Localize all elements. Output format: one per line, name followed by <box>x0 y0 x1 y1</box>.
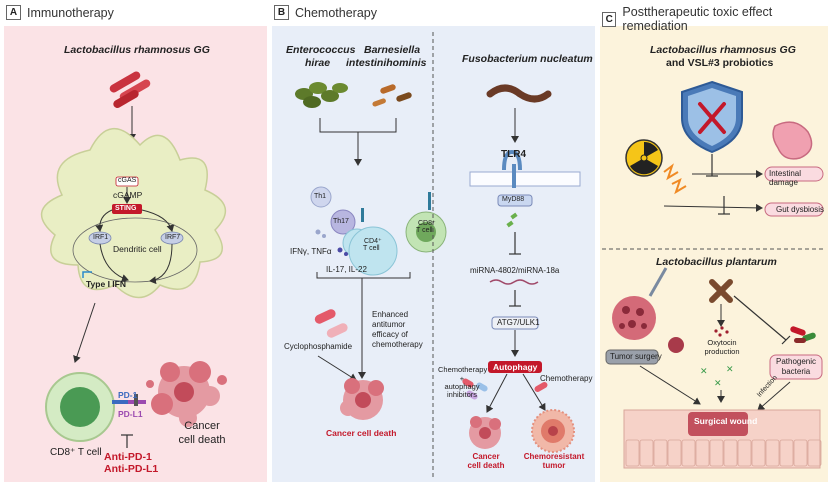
oxytocin-label-2: production <box>704 347 740 356</box>
b-ifn-label: IFNγ, TNFα <box>290 247 332 256</box>
chemoresistant-tumor-icon <box>531 409 575 453</box>
tlr4-label: TLR4 <box>501 149 526 160</box>
tissue-cell <box>639 439 654 467</box>
gut-dysbiosis-label: Gut dysbiosis <box>776 205 825 214</box>
intestinal-damage-label: Intestinal damage <box>769 169 802 187</box>
svg-text:✕: ✕ <box>700 367 708 377</box>
panel-b-title: Chemotherapy <box>295 5 377 20</box>
tissue-cell <box>751 439 766 467</box>
tissue-cell <box>779 439 794 467</box>
lactobacillus-icon <box>109 71 151 108</box>
cancer-cell-death-b-icon <box>340 378 384 420</box>
panel-b-letter: B <box>274 5 289 20</box>
enhanced-label-4: chemotherapy <box>372 340 423 349</box>
tissue-cell <box>625 439 640 467</box>
panel-a-letter: A <box>6 5 21 20</box>
atg-label: ATG7/ULK1 <box>497 318 540 327</box>
mirna-label: miRNA-4802/miRNA-18a <box>470 266 560 275</box>
tissue-cell <box>807 439 822 467</box>
autophagy-label: Autophagy <box>493 362 538 372</box>
chemoresistant-label-2: tumor <box>542 461 566 470</box>
cd4-label-1: CD4⁺ <box>364 238 382 245</box>
irf1-label: IRF1 <box>93 234 109 241</box>
b-cancer-death-label: Cancer cell death <box>326 428 397 438</box>
surgical-wound-label: Surgical wound <box>694 416 758 426</box>
chemo-inhib-label-2: + <box>459 374 465 383</box>
c-probiotics-label-2: and VSL#3 probiotics <box>666 57 774 69</box>
chemo-label: Chemotherapy <box>540 374 593 383</box>
chemoresistant-label-1: Chemoresistant <box>523 452 585 461</box>
tissue-cell <box>695 439 710 467</box>
b2-cancer-death-label-2: cell death <box>467 461 505 470</box>
panel-c-title: Posttherapeutic toxic effect remediation <box>622 5 773 33</box>
pd1-label: PD-1 <box>118 390 138 400</box>
enhanced-label-3: efficacy of <box>372 330 408 339</box>
plantarum-label: Lactobacillus plantarum <box>656 256 777 268</box>
surgical-wound-tissue <box>623 409 822 469</box>
t-cell-icon <box>45 372 115 442</box>
cgas-label: cGAS <box>118 177 137 184</box>
enterococcus-label-2: hirae <box>305 57 331 69</box>
radiation-icon <box>625 139 663 177</box>
tissue-cell <box>681 439 696 467</box>
anti-pdl1-label: Anti-PD-L1 <box>104 463 159 475</box>
ifn-label: Type I IFN <box>86 279 126 289</box>
enhanced-label-1: Enhanced <box>372 310 409 319</box>
enhanced-label-2: antitumor <box>372 320 406 329</box>
tissue-cell <box>723 439 738 467</box>
svg-text:✕: ✕ <box>714 379 722 389</box>
tcell-label: CD8⁺ T cell <box>50 447 102 458</box>
pathogenic-label-1: Pathogenic <box>775 357 817 366</box>
barnesiella-label-1: Barnesiella <box>364 44 421 56</box>
il-label: IL-17, IL-22 <box>326 265 367 274</box>
th17-label: Th17 <box>333 218 349 225</box>
cd4-label-2: T cell <box>363 245 380 252</box>
chemo-inhib-label-1: Chemotherapy <box>438 365 488 374</box>
cancer-cell-icon <box>146 361 227 427</box>
irf7-label: IRF7 <box>165 234 181 241</box>
fuso-label: Fusobacterium nucleatum <box>462 53 593 65</box>
cancer-death-label-2: cell death <box>178 434 226 446</box>
chemo-inhib-label-3: autophagy <box>444 382 480 391</box>
tumor-surgery-label: Tumor surgery <box>610 352 662 361</box>
tissue-cell <box>709 439 724 467</box>
tumor-surgery-icon <box>612 296 656 340</box>
svg-text:✕: ✕ <box>726 365 734 375</box>
panel-b-header: B Chemotherapy <box>274 5 377 20</box>
b2-cancer-death-label-1: Cancer <box>472 452 500 461</box>
anti-pd1-label: Anti-PD-1 <box>104 451 152 463</box>
tissue-cell <box>765 439 780 467</box>
enterococcus-label-1: Enterococcus <box>286 44 356 56</box>
tissue-cell <box>737 439 752 467</box>
pdl1-label: PD-L1 <box>118 409 143 419</box>
intestine-icon <box>772 121 813 160</box>
tissue-cell <box>793 439 808 467</box>
tissue-cell <box>667 439 682 467</box>
panel-c-letter: C <box>602 11 617 27</box>
th1-label: Th1 <box>314 193 327 200</box>
a-bacterium-label: Lactobacillus rhamnosus GG <box>64 44 210 56</box>
myd88-label: MyD88 <box>502 196 525 203</box>
c-probiotics-label-1: Lactobacillus rhamnosus GG <box>650 44 796 56</box>
dendritic-label: Dendritic cell <box>113 244 162 254</box>
cd8-label-1: CD8⁺ <box>418 220 436 227</box>
cyclophosphamide-label: Cyclophosphamide <box>284 342 353 351</box>
chemo-inhib-label-4: inhibitors <box>446 390 477 399</box>
cancer-death-label-1: Cancer <box>184 420 220 432</box>
pathogenic-bacteria-icon <box>790 326 816 343</box>
cd8-label-2: T cell <box>416 227 433 234</box>
panel-a-title: Immunotherapy <box>27 5 114 20</box>
cancer-cell-death-b2-icon <box>469 416 501 449</box>
barnesiella-label-2: intestinihominis <box>346 57 427 69</box>
pathogenic-label-2: bacteria <box>781 367 811 376</box>
panel-a-header: A Immunotherapy <box>6 5 114 20</box>
panel-c-header: C Posttherapeutic toxic effect remediati… <box>602 5 831 33</box>
tissue-cell <box>653 439 668 467</box>
oxytocin-label-1: Oxytocin <box>707 338 737 347</box>
sting-label: STING <box>115 205 137 212</box>
cgamp-label: cGAMP <box>113 190 143 200</box>
